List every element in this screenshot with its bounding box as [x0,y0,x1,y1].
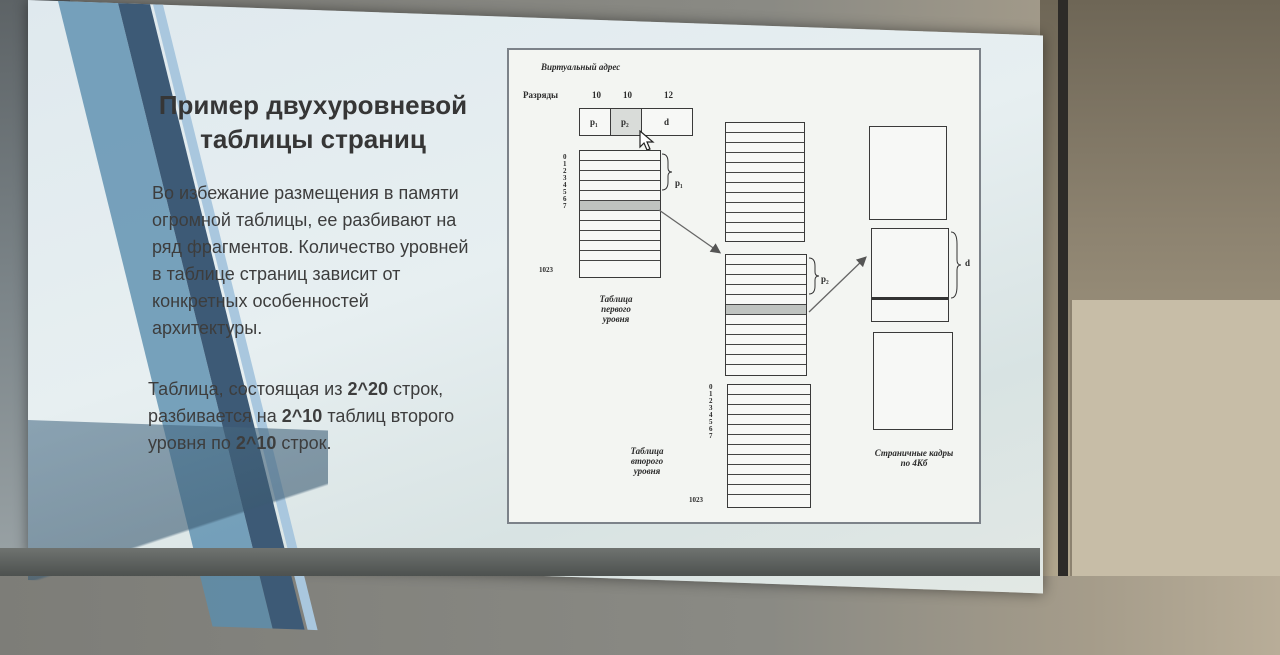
frames-caption: Страничные кадры по 4Кб [874,448,954,468]
row-index: 0 [709,383,713,391]
arrow-icon [658,209,867,313]
slide-paragraph: Таблица, состоящая из 2^20 строк, разбив… [148,376,478,457]
first-level-table [579,150,661,278]
row-index: 2 [709,397,713,405]
two-level-page-table-diagram: Виртуальный адрес Разряды 10 10 12 p₁ p₂… [507,48,981,524]
row-index: 3 [563,174,567,182]
page-frame [873,332,953,430]
bold-number: 2^10 [235,433,277,453]
row-index-list: 0 1 2 3 4 5 6 7 [563,154,567,210]
page-frame [869,126,947,220]
row-index: 2 [563,167,567,175]
second-level-caption: Таблица второго уровня [630,446,664,476]
field-label: p₁ [590,117,598,127]
bits-label: Разряды [523,90,559,100]
door-frame [1058,0,1068,576]
row-index: 1 [563,160,567,168]
slide-paragraph: Во избежание размещения в памяти огромно… [152,183,469,338]
brace-icon [661,153,673,191]
wall-panel [1070,300,1280,576]
second-level-table [727,384,811,508]
address-field-d: d [641,108,693,136]
row-index: 6 [709,425,713,433]
row-index: 6 [563,195,567,203]
bold-number: 2^20 [347,379,389,399]
row-index: 5 [563,188,567,196]
text-run: таблиц второго уровня по [148,406,455,453]
row-index: 7 [563,202,567,210]
row-index: 1 [709,390,713,398]
virtual-address-label: Виртуальный адрес [541,62,621,72]
bits-value: 12 [664,90,673,100]
text-run: строк. [276,433,332,453]
page-frame [871,228,949,322]
brace-icon [808,257,820,295]
brace-label-d: d [965,258,971,268]
text-run: Таблица, состоящая из [148,379,348,399]
bold-number: 2^10 [281,406,323,426]
mouse-cursor-icon [639,130,655,151]
brace-label-p1: p₁ [675,178,683,188]
second-level-table [725,254,807,376]
field-label: d [664,117,670,127]
bits-value: 10 [592,90,601,100]
bits-value: 10 [623,90,632,100]
slide-title: Пример двухуровневой таблицы страниц [158,90,468,154]
first-level-caption: Таблица первого уровня [599,294,633,324]
brace-icon [950,231,962,299]
row-index: 3 [709,404,713,412]
text-run: строк, разбивается на [148,379,444,426]
row-index-last: 1023 [689,496,703,504]
row-index: 7 [709,432,713,440]
brace-label-p2: p₂ [821,274,829,284]
field-label: p₂ [621,117,629,127]
second-level-table [725,122,805,242]
row-index-last: 1023 [539,266,553,274]
address-field-p1: p₁ [579,108,611,136]
row-index: 4 [709,411,713,419]
row-index: 4 [563,181,567,189]
row-index: 0 [563,153,567,161]
row-index-list: 0 1 2 3 4 5 6 7 [709,384,713,440]
address-field-p2: p₂ [610,108,642,136]
screen-edge [0,548,1040,576]
row-index: 5 [709,418,713,426]
